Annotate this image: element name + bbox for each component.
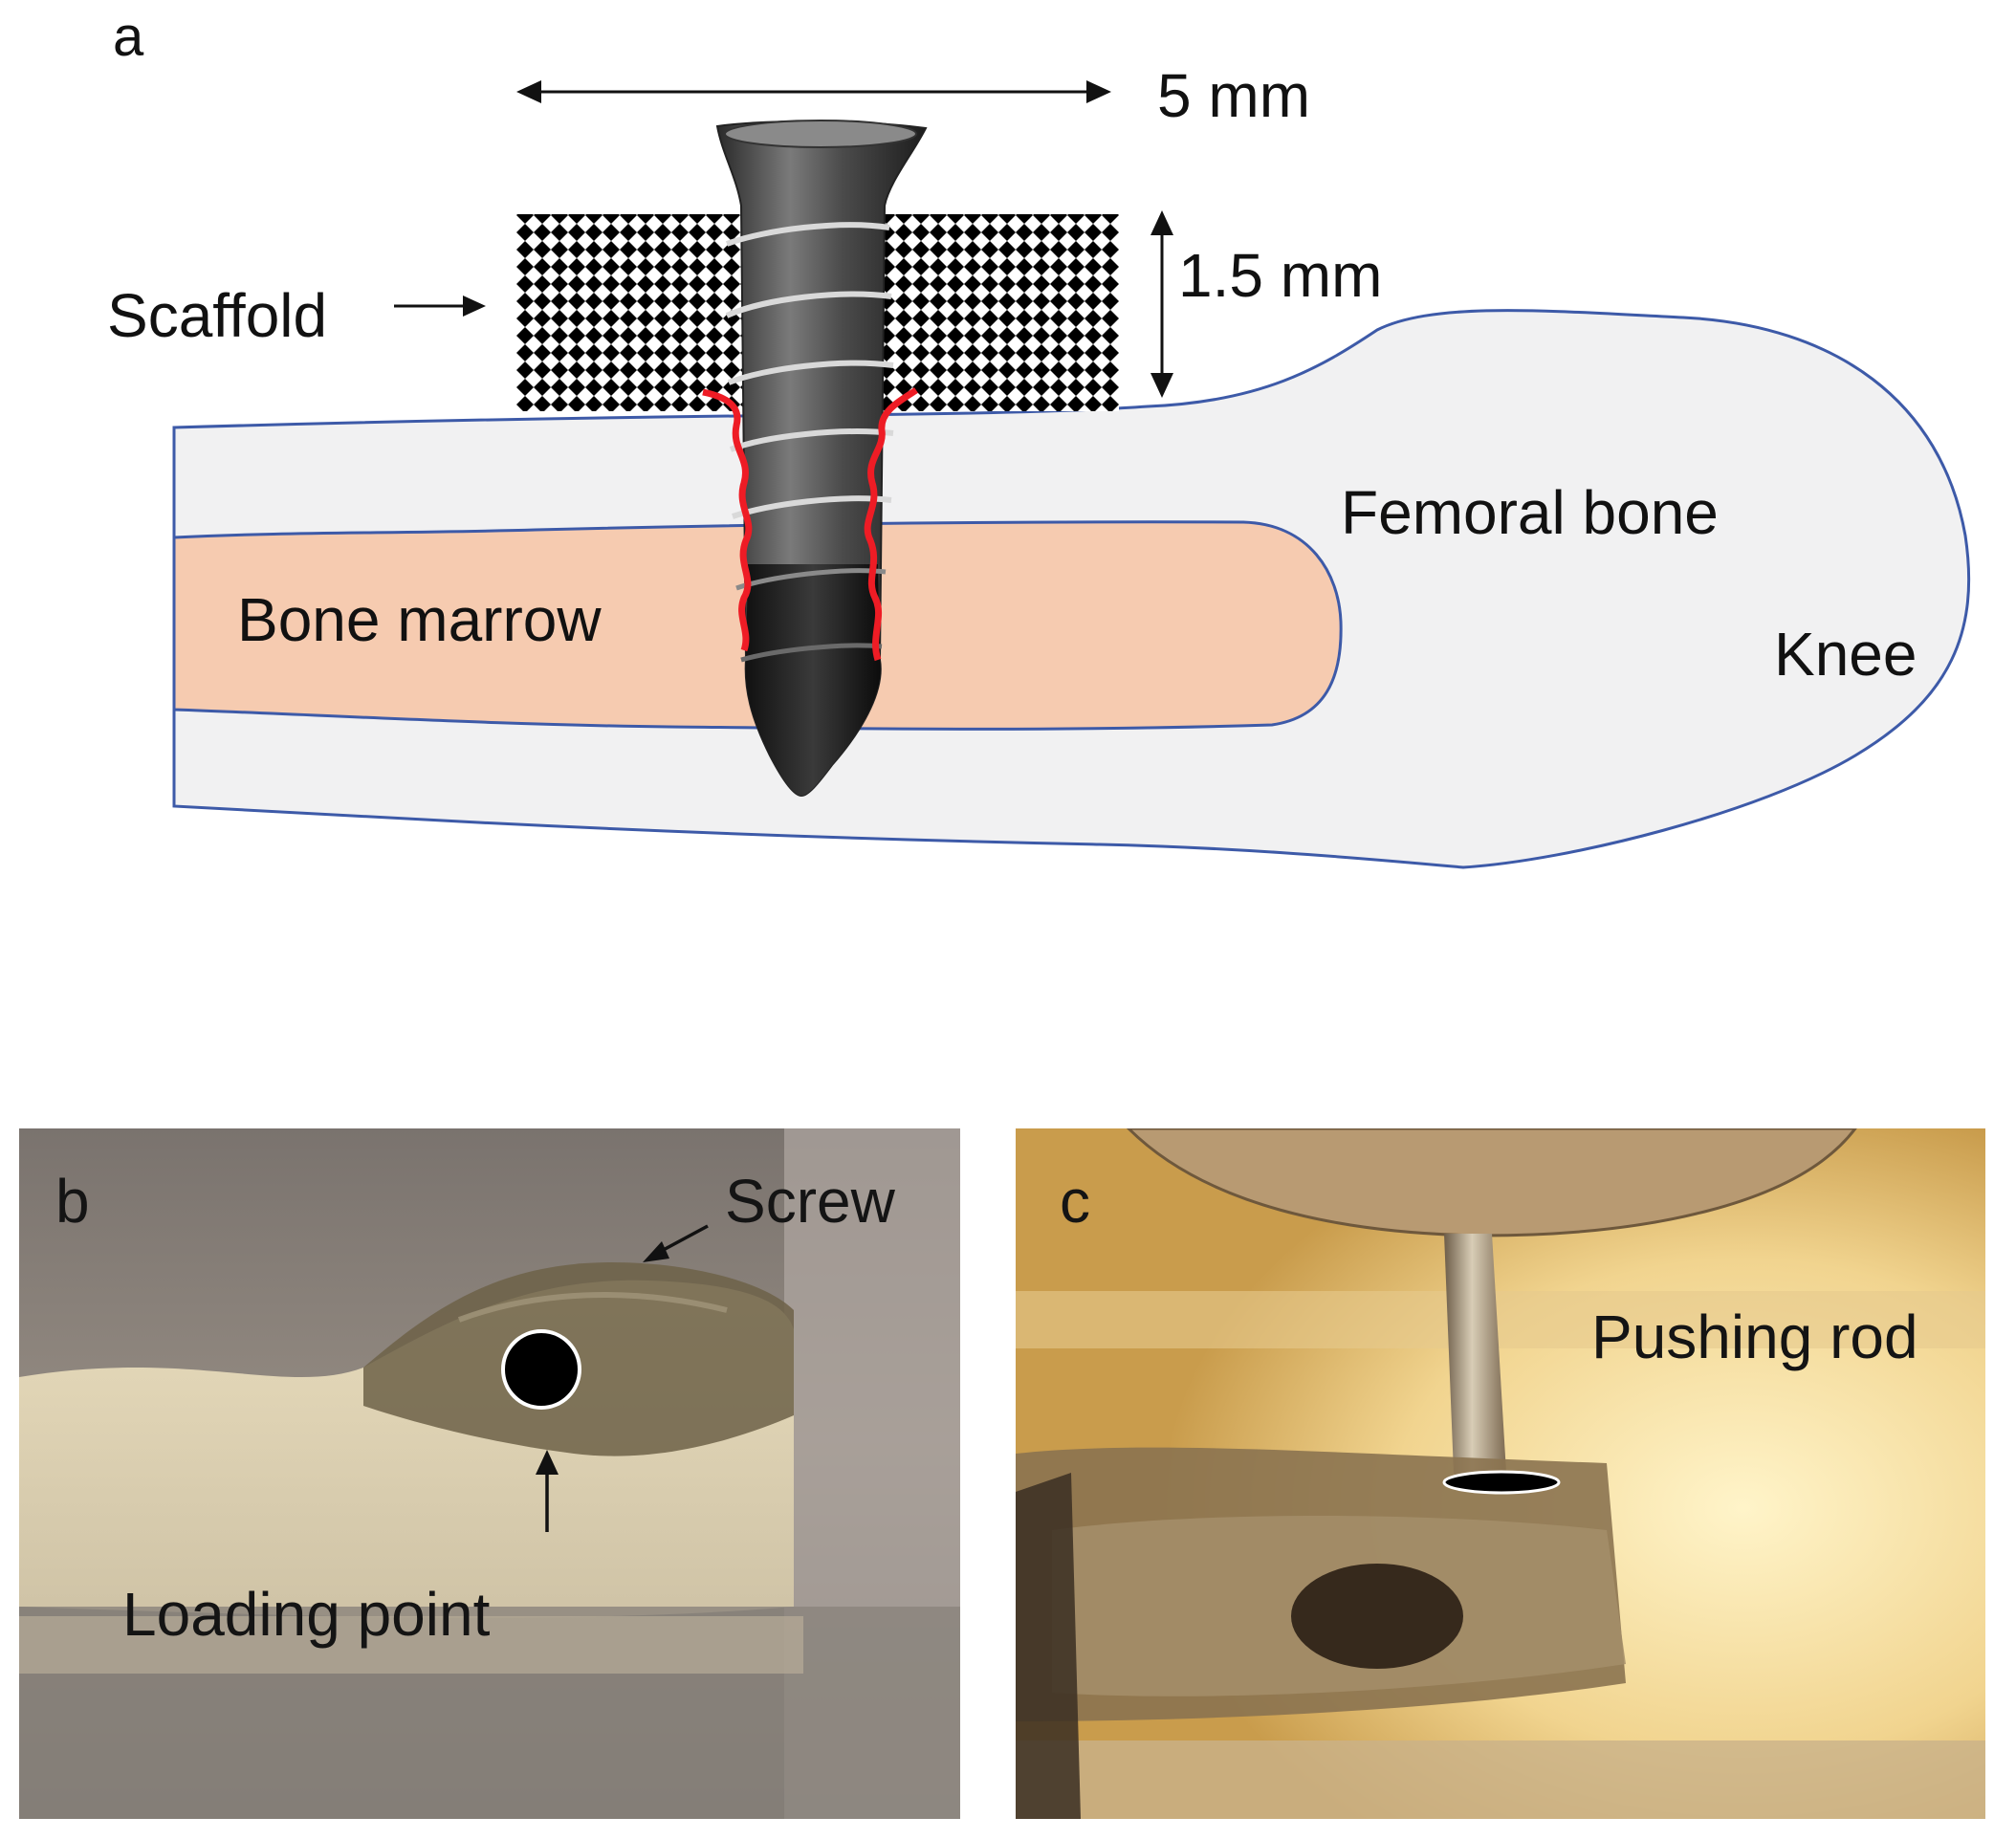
panel-c: c Pushing rod [1016, 1128, 1985, 1819]
interface-line-right [864, 387, 918, 662]
contact-point-marker [1442, 1470, 1561, 1495]
height-dimension-label: 1.5 mm [1178, 241, 1382, 310]
loading-point-marker [501, 1329, 581, 1410]
pushing-rod-label: Pushing rod [1591, 1303, 1918, 1371]
interface-line-left [702, 388, 753, 652]
screw-label: Screw [725, 1167, 896, 1236]
panel-c-letter: c [1060, 1167, 1090, 1236]
panel-a-letter: a [113, 6, 144, 68]
knee-label: Knee [1774, 620, 1917, 689]
width-dimension-arrow [516, 80, 1111, 103]
panel-a: a 5 mm [107, 6, 1971, 869]
bone-marrow-label: Bone marrow [237, 585, 602, 654]
screw-pointer-arrow [643, 1224, 709, 1262]
width-dimension-label: 5 mm [1157, 61, 1310, 130]
femoral-bone-label: Femoral bone [1341, 478, 1719, 547]
loading-point-label: Loading point [122, 1580, 491, 1649]
loading-point-pointer-arrow [536, 1450, 559, 1532]
panel-b: b Screw Loading point [19, 1128, 960, 1819]
panel-b-photo [19, 1128, 960, 1819]
panel-b-letter: b [55, 1167, 90, 1236]
scaffold-label: Scaffold [107, 281, 327, 350]
screw-image [715, 120, 928, 798]
height-dimension-arrow [1150, 210, 1173, 398]
scaffold-pointer-arrow [394, 296, 486, 317]
